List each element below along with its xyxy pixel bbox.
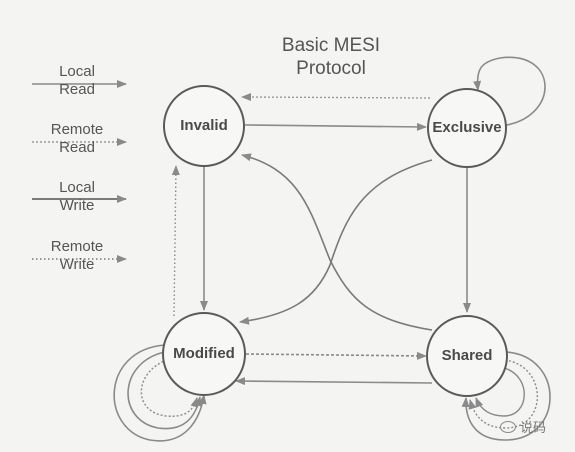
legend-line1: Local [59, 179, 95, 196]
state-label-invalid: Invalid [180, 117, 228, 134]
loop-modified-1 [113, 344, 207, 442]
state-label-exclusive: Exclusive [432, 119, 502, 136]
legend-line2: Write [59, 197, 95, 214]
edge-modified-to-invalid [171, 165, 180, 317]
legend-line2: Read [59, 139, 95, 156]
legend-label-remote-write: Remote Write [42, 238, 112, 274]
legend-line1: Remote [50, 121, 104, 138]
edge-shared-to-modified [235, 377, 433, 386]
state-exclusive [427, 88, 507, 168]
state-modified [162, 312, 246, 396]
state-label-shared: Shared [441, 347, 493, 364]
legend-label-local-read: Local Read [42, 63, 112, 99]
watermark: 说码 [500, 417, 546, 436]
edge-invalid-to-exclusive [244, 122, 427, 131]
diagram-title: Basic MESI Protocol [236, 34, 426, 80]
loop-shared-1 [461, 351, 551, 441]
loop-modified-2 [127, 351, 202, 430]
legend-label-remote-read: Remote Read [42, 121, 112, 157]
chat-bubble-icon [500, 420, 516, 433]
loop-exclusive [473, 56, 546, 127]
legend-line1: Remote [50, 238, 104, 255]
state-invalid [163, 85, 245, 167]
watermark-text: 说码 [520, 420, 547, 435]
edge-exclusive-to-invalid [241, 93, 431, 102]
loop-shared-3 [475, 367, 525, 417]
state-shared [426, 315, 508, 397]
edge-shared-to-invalid [241, 153, 433, 331]
edge-modified-to-shared [245, 351, 427, 360]
legend-line1: Local [59, 63, 95, 80]
legend-line2: Read [59, 81, 95, 98]
title-line-2: Protocol [296, 58, 366, 79]
state-label-modified: Modified [173, 345, 235, 362]
legend-line2: Write [59, 256, 95, 273]
legend-label-local-write: Local Write [42, 179, 112, 215]
title-line-1: Basic MESI [281, 35, 381, 56]
loop-modified-3 [140, 359, 199, 417]
edge-exclusive-to-modified [239, 159, 433, 325]
